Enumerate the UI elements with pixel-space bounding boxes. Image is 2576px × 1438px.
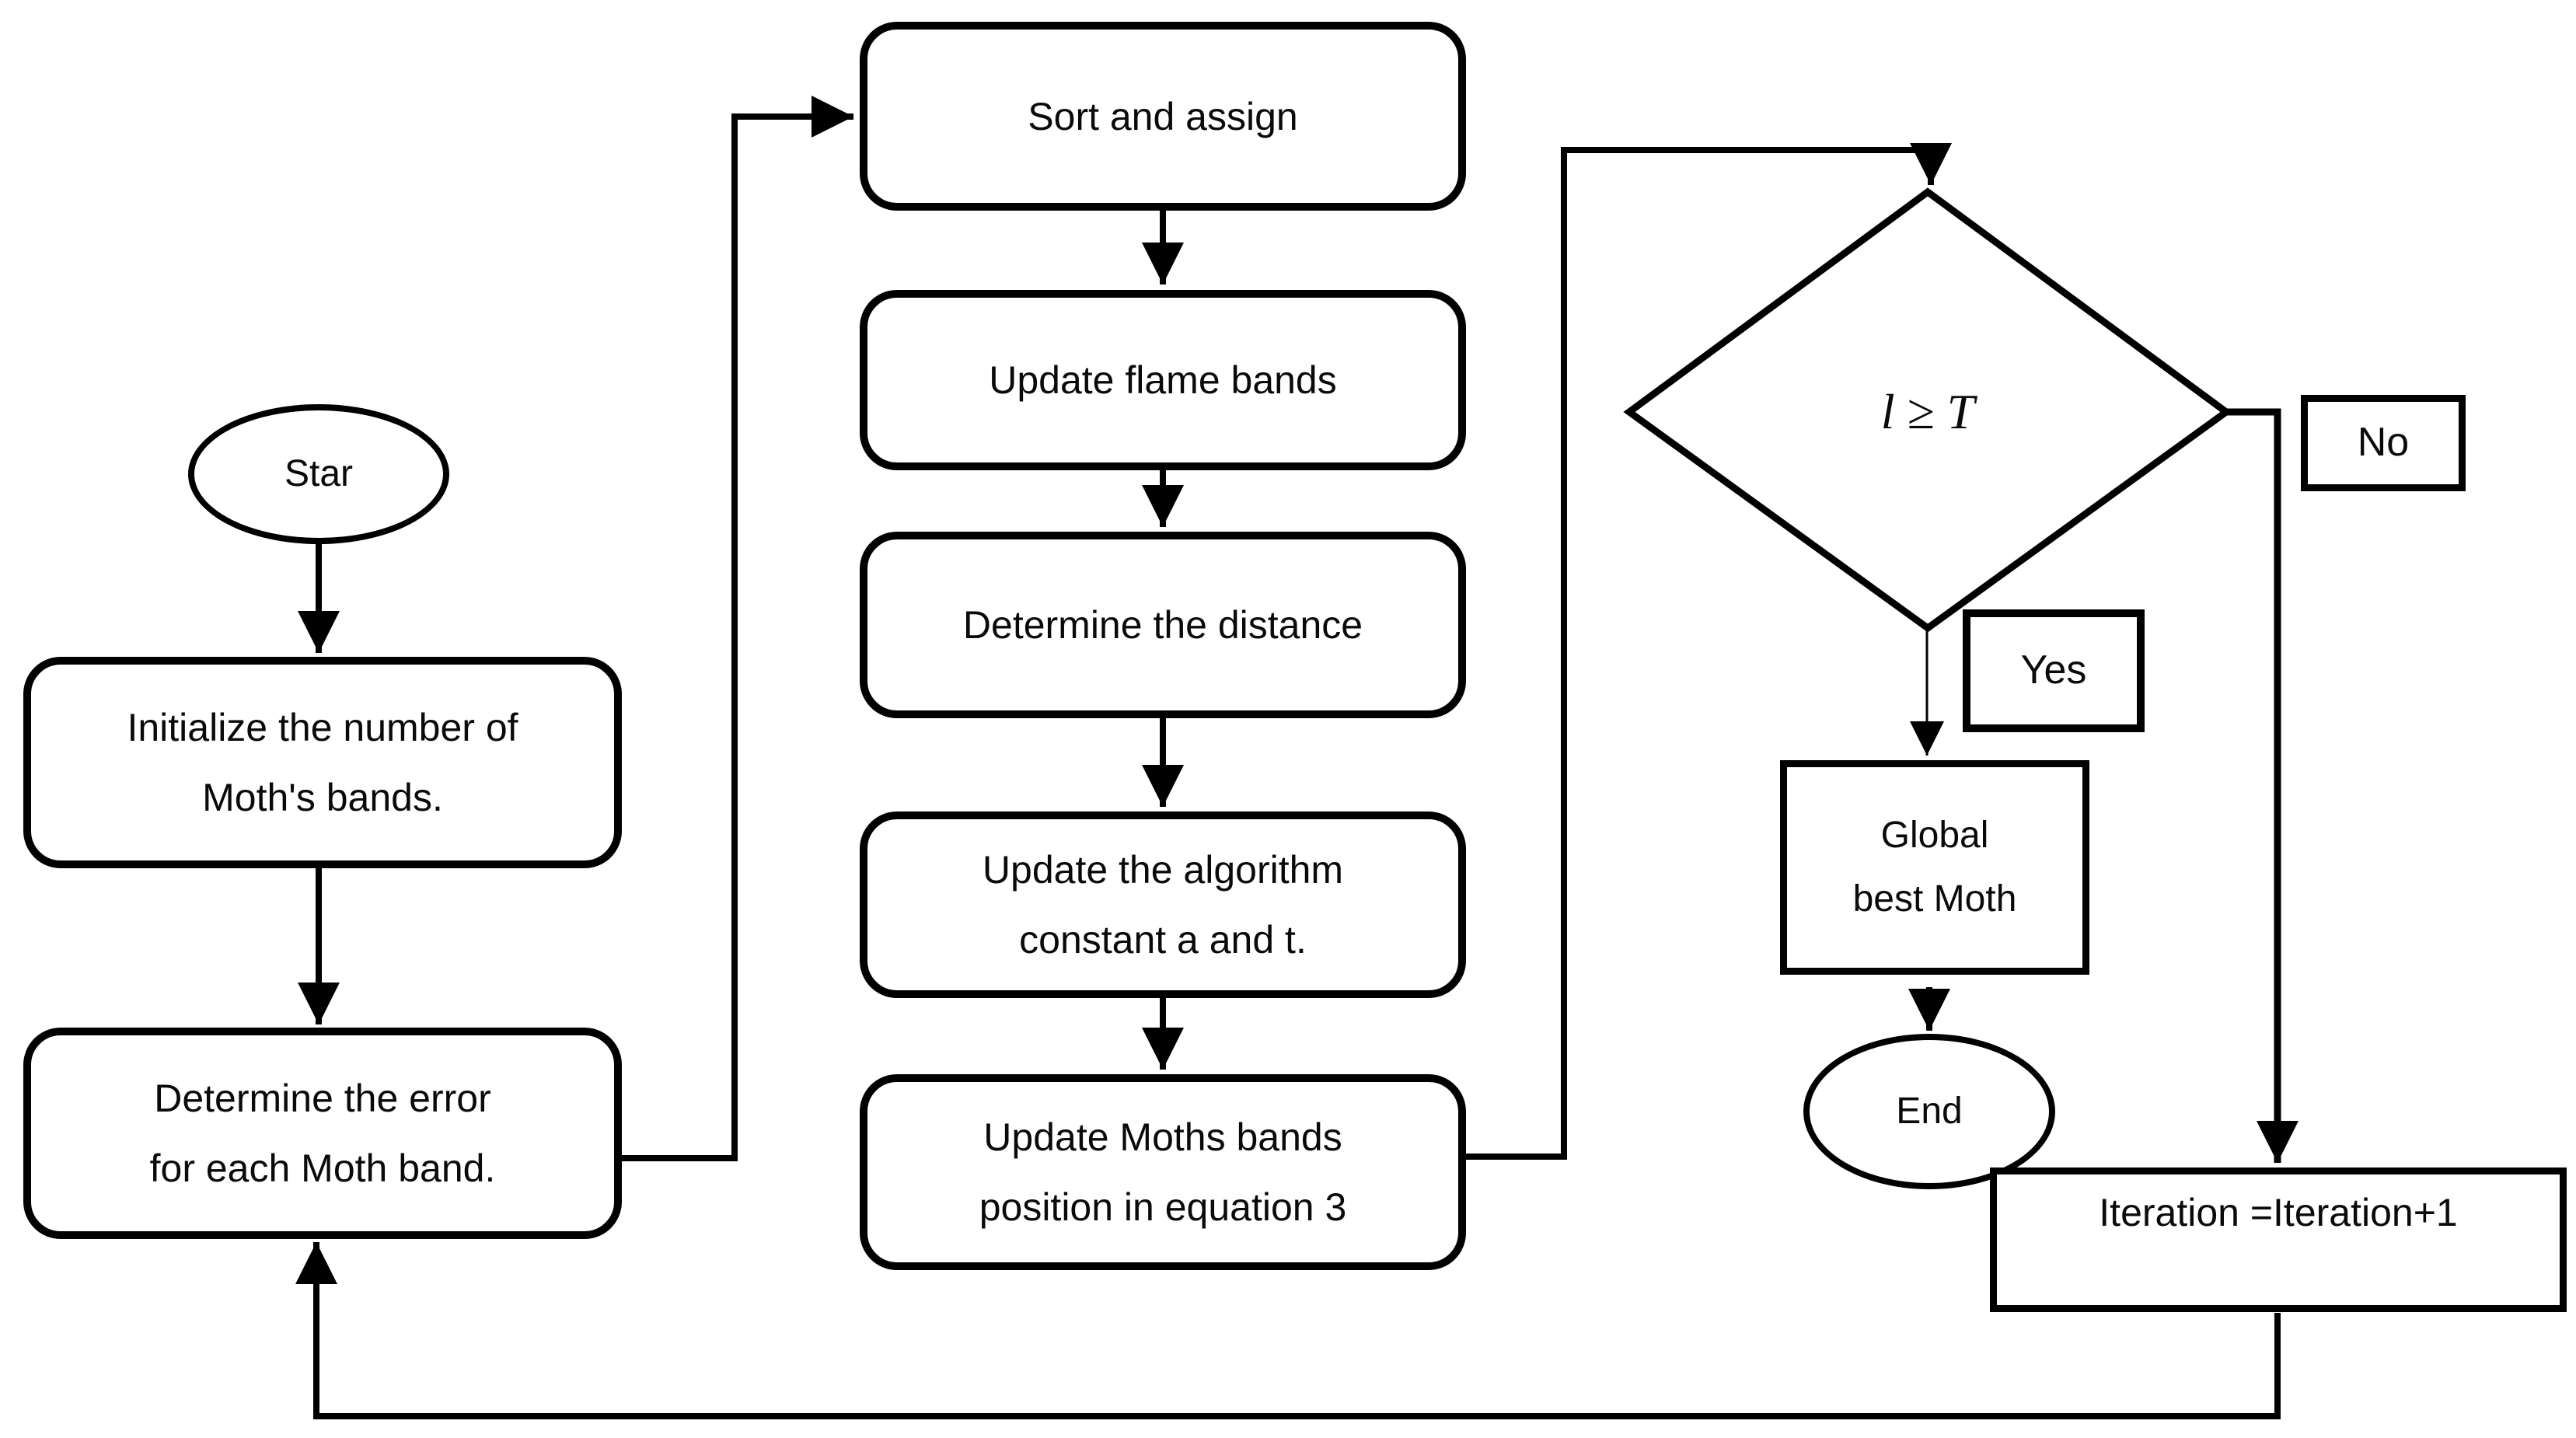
position-label-line2: position in equation 3 (979, 1185, 1347, 1229)
global-best-label-line1: Global (1880, 815, 1989, 857)
no-branch-label: No (2301, 395, 2466, 491)
edge-position-decision (1466, 143, 1952, 1160)
edge-decision-iteration-no (2225, 408, 2299, 1163)
flame-node: Update flame bands (860, 290, 1466, 470)
error-node: Determine the error for each Moth band. (23, 1028, 622, 1239)
constants-node: Update the algorithm constant a and t. (860, 811, 1466, 998)
end-label: End (1896, 1090, 1963, 1132)
position-label-line1: Update Moths bands (983, 1115, 1342, 1159)
global-best-label-line2: best Moth (1852, 878, 2017, 920)
decision-label: l ≥ T (1880, 384, 1975, 439)
start-node: Star (188, 404, 449, 544)
global-best-node: Global best Moth (1780, 760, 2089, 975)
iteration-node: Iteration =Iteration+1 (1990, 1168, 2567, 1312)
sort-label: Sort and assign (1028, 94, 1298, 138)
init-label-line2: Moth's bands. (202, 776, 443, 819)
end-node: End (1803, 1034, 2055, 1189)
init-label-line1: Initialize the number of (127, 706, 518, 749)
distance-node: Determine the distance (860, 532, 1466, 718)
edge-error-sort (622, 96, 853, 1161)
position-node: Update Moths bands position in equation … (860, 1074, 1466, 1270)
error-label-line2: for each Moth band. (149, 1147, 496, 1190)
init-node: Initialize the number of Moth's bands. (23, 657, 622, 868)
constants-label-line1: Update the algorithm (982, 848, 1344, 892)
yes-branch-label: Yes (1963, 609, 2145, 732)
sort-node: Sort and assign (860, 22, 1466, 211)
flame-label: Update flame bands (989, 358, 1337, 402)
decision-diamond (1623, 187, 2232, 633)
edge-iteration-error-loop (295, 1242, 2281, 1419)
distance-label: Determine the distance (962, 603, 1363, 647)
constants-label-line2: constant a and t. (1019, 918, 1307, 962)
start-label: Star (284, 452, 354, 494)
iteration-label: Iteration =Iteration+1 (2099, 1191, 2458, 1234)
error-label-line1: Determine the error (154, 1077, 491, 1120)
